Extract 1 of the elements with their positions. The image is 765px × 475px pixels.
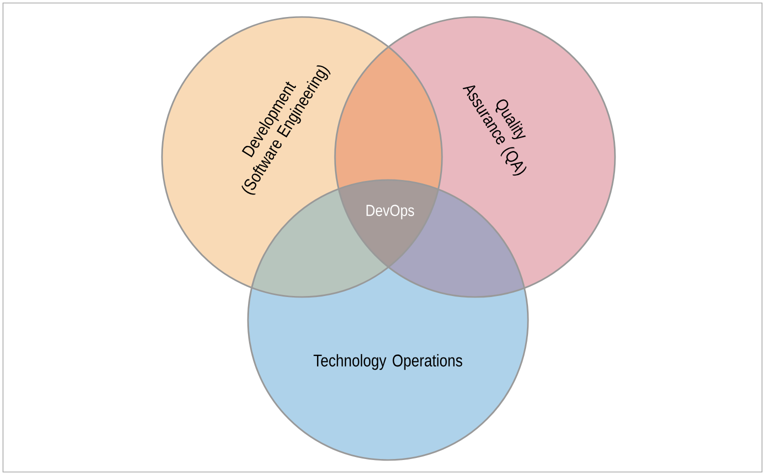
overlap-label: DevOps — [366, 204, 414, 220]
